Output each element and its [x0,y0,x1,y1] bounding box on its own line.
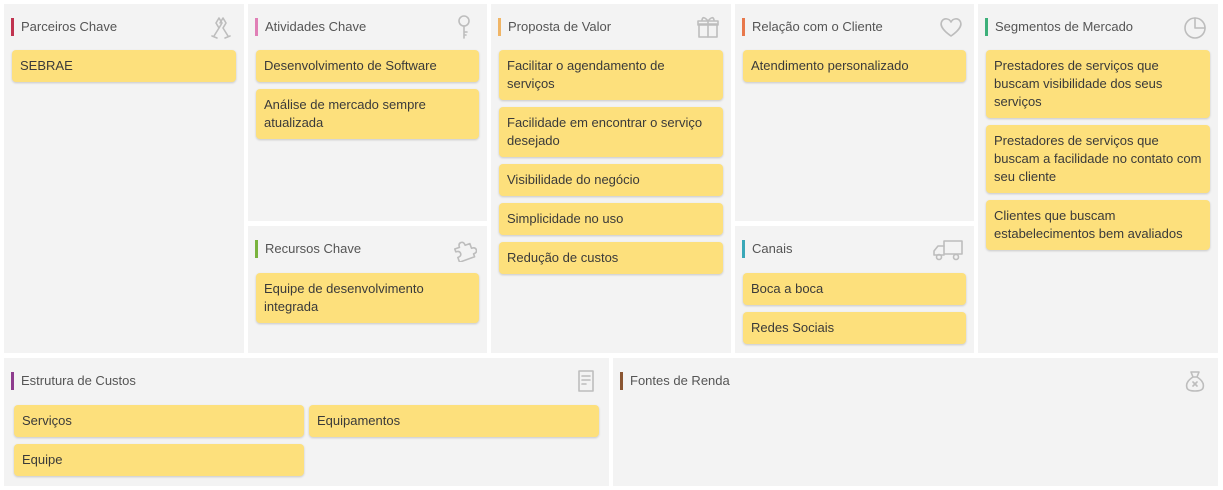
panel-customer-relationships: Relação com o Cliente Atendimento person… [735,4,974,221]
panel-value-proposition: Proposta de Valor Facilitar o agendament… [491,4,731,353]
sticky-note[interactable]: Boca a boca [743,273,966,305]
sticky-note[interactable]: Atendimento personalizado [743,50,966,82]
sticky-note[interactable]: Serviços [14,405,304,437]
panel-revenue-streams: Fontes de Renda [613,358,1218,486]
panel-title: Recursos Chave [255,240,361,258]
panel-title: Estrutura de Custos [11,372,136,390]
panel-channels: Canais Boca a boca Redes Sociais [735,226,974,353]
pie-chart-icon [1182,14,1208,40]
panel-cost-structure: Estrutura de Custos Serviços Equipamento… [4,358,609,486]
sticky-note[interactable]: Prestadores de serviços que buscam visib… [986,50,1210,118]
panel-title: Relação com o Cliente [742,18,883,36]
panel-key-partners: Parceiros Chave SEBRAE [4,4,244,353]
panel-title: Proposta de Valor [498,18,611,36]
puzzle-icon [451,236,477,262]
sticky-note[interactable]: SEBRAE [12,50,236,82]
gift-icon [695,14,721,40]
sticky-note[interactable]: Facilidade em encontrar o serviço deseja… [499,107,723,157]
sticky-note[interactable]: Facilitar o agendamento de serviços [499,50,723,100]
sticky-note[interactable]: Clientes que buscam estabelecimentos bem… [986,200,1210,250]
sticky-note[interactable]: Simplicidade no uso [499,203,723,235]
key-icon [451,14,477,40]
sticky-note[interactable]: Visibilidade do negócio [499,164,723,196]
sticky-note[interactable]: Redes Sociais [743,312,966,344]
panel-customer-segments: Segmentos de Mercado Prestadores de serv… [978,4,1218,353]
heart-icon [938,14,964,40]
panel-title: Fontes de Renda [620,372,730,390]
handshake-icon [208,14,234,40]
panel-key-activities: Atividades Chave Desenvolvimento de Soft… [248,4,487,221]
sticky-note[interactable]: Equipe [14,444,304,476]
sticky-note[interactable]: Equipamentos [309,405,599,437]
sticky-note[interactable]: Redução de custos [499,242,723,274]
sticky-note[interactable]: Equipe de desenvolvimento integrada [256,273,479,323]
panel-title: Segmentos de Mercado [985,18,1133,36]
panel-title: Parceiros Chave [11,18,117,36]
receipt-icon [573,368,599,394]
sticky-note[interactable]: Análise de mercado sempre atualizada [256,89,479,139]
panel-key-resources: Recursos Chave Equipe de desenvolvimento… [248,226,487,353]
panel-title: Atividades Chave [255,18,366,36]
money-bag-icon [1182,368,1208,394]
sticky-note[interactable]: Prestadores de serviços que buscam a fac… [986,125,1210,193]
sticky-note[interactable]: Desenvolvimento de Software [256,50,479,82]
truck-icon [932,236,964,262]
panel-title: Canais [742,240,792,258]
